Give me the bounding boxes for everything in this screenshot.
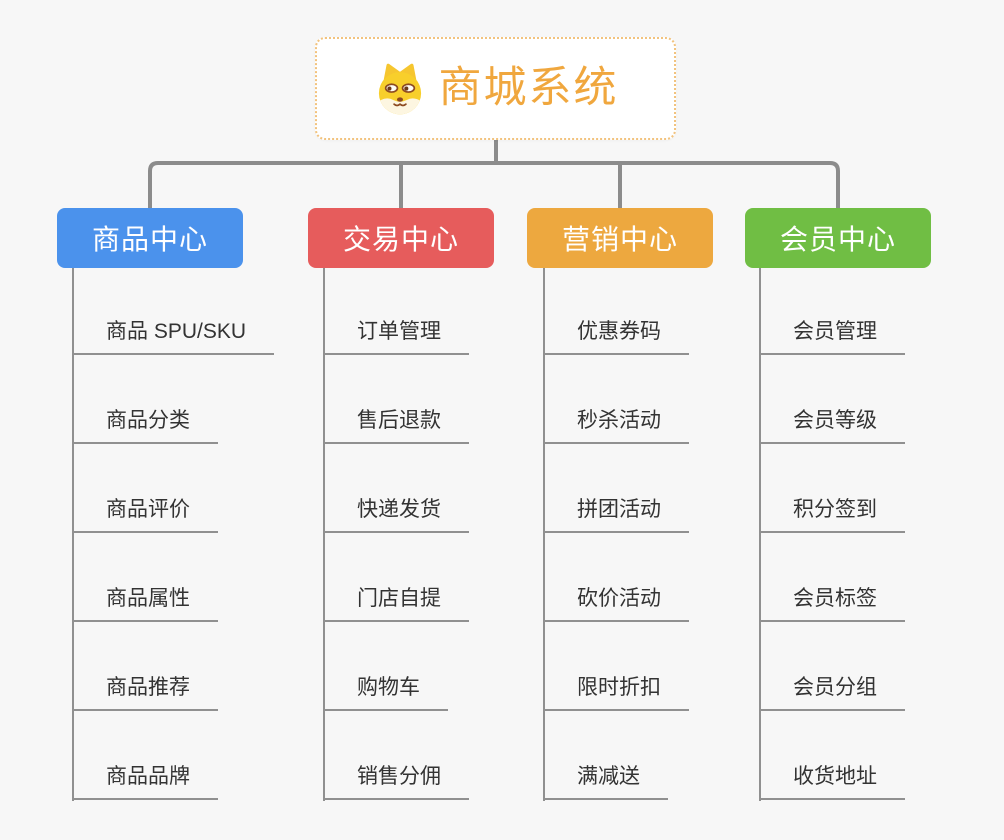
topic-item[interactable]: 收货地址 xyxy=(759,762,905,800)
topic-item[interactable]: 售后退款 xyxy=(323,406,469,444)
topic-item[interactable]: 门店自提 xyxy=(323,584,469,622)
topic-item[interactable]: 会员管理 xyxy=(759,317,905,355)
topic-item[interactable]: 积分签到 xyxy=(759,495,905,533)
topic-item[interactable]: 商品品牌 xyxy=(72,762,218,800)
topic-item[interactable]: 商品 SPU/SKU xyxy=(72,317,275,355)
topic-item[interactable]: 拼团活动 xyxy=(543,495,689,533)
topic-item[interactable]: 满减送 xyxy=(543,762,668,800)
topic-item[interactable]: 砍价活动 xyxy=(543,584,689,622)
topic-item[interactable]: 限时折扣 xyxy=(543,673,689,711)
topic-item[interactable]: 会员分组 xyxy=(759,673,905,711)
topic-item[interactable]: 会员等级 xyxy=(759,406,905,444)
topic-item[interactable]: 商品属性 xyxy=(72,584,218,622)
topic-item[interactable]: 商品评价 xyxy=(72,495,218,533)
topic-item[interactable]: 购物车 xyxy=(323,673,448,711)
topic-item[interactable]: 商品分类 xyxy=(72,406,218,444)
topic-item[interactable]: 快递发货 xyxy=(323,495,469,533)
topic-item[interactable]: 订单管理 xyxy=(323,317,469,355)
branch-bracket-line xyxy=(148,161,840,211)
topic-item[interactable]: 优惠券码 xyxy=(543,317,689,355)
branch-header-trade-center[interactable]: 交易中心 xyxy=(308,208,494,268)
topic-item[interactable]: 商品推荐 xyxy=(72,673,218,711)
shiba-dog-icon xyxy=(378,63,421,114)
topic-item[interactable]: 销售分佣 xyxy=(323,762,469,800)
topic-item[interactable]: 秒杀活动 xyxy=(543,406,689,444)
branch-header-member-center[interactable]: 会员中心 xyxy=(745,208,931,268)
topic-item[interactable]: 会员标签 xyxy=(759,584,905,622)
branch-header-product-center[interactable]: 商品中心 xyxy=(57,208,243,268)
branch-header-marketing-center[interactable]: 营销中心 xyxy=(527,208,713,268)
root-title: 商城系统 xyxy=(438,64,619,112)
root-node-mall-system[interactable]: 商城系统 xyxy=(315,37,676,140)
